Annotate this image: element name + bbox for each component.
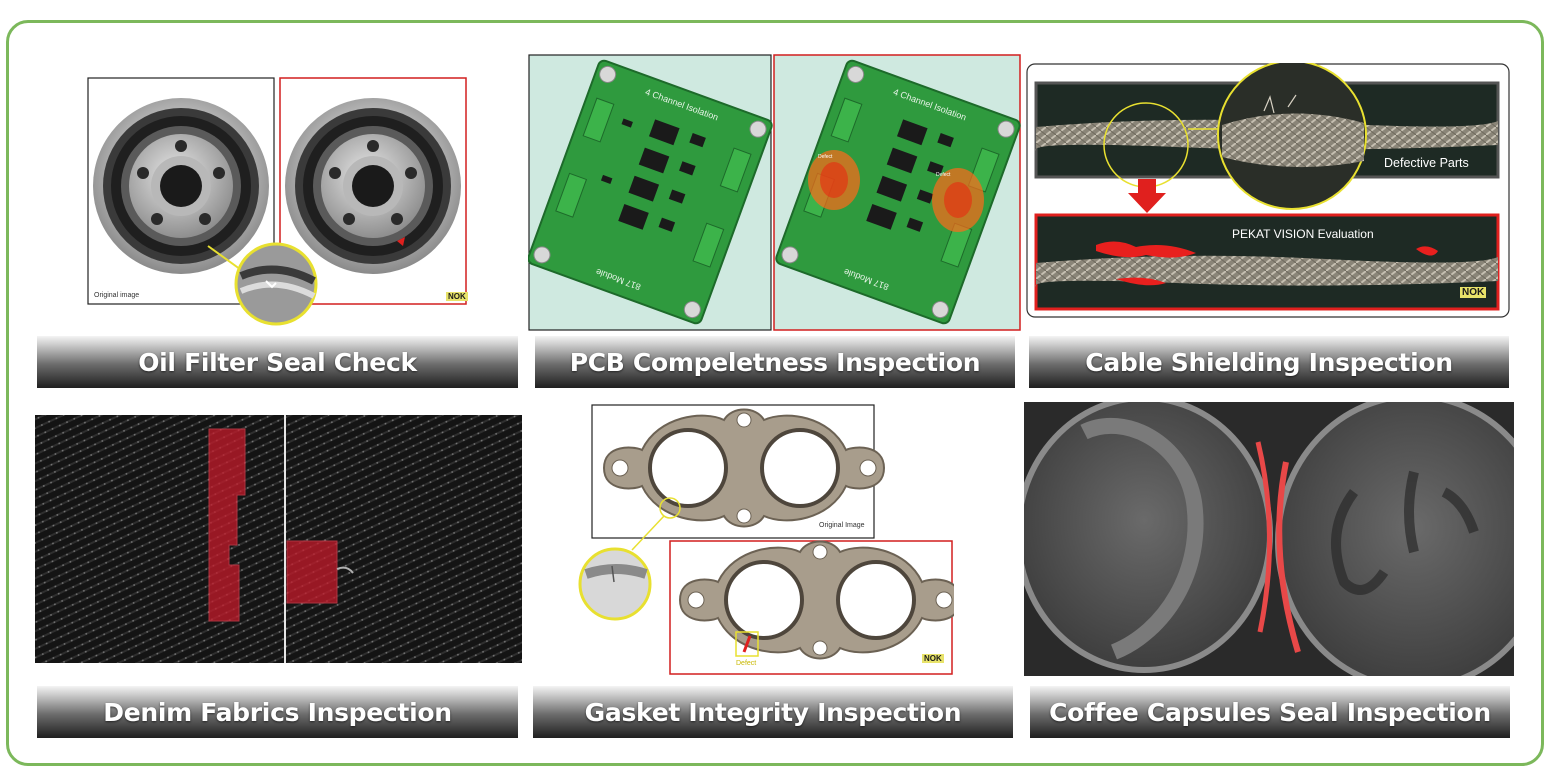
seal-highlight-right — [1276, 461, 1301, 653]
coffee-image — [1024, 402, 1514, 676]
denim-illustration — [35, 415, 522, 663]
panel-title-cable: Cable Shielding Inspection — [1029, 336, 1509, 388]
denim-left-half — [35, 415, 284, 663]
defect-box — [735, 631, 759, 657]
defect-overlay-3 — [1416, 246, 1438, 256]
nok-badge: NOK — [922, 654, 944, 663]
gasket-image: Original Image Defect NOK — [576, 404, 954, 676]
cable-illustration — [1026, 63, 1510, 318]
panel-title-pcb: PCB Compeletness Inspection — [535, 336, 1015, 388]
denim-right-half — [286, 415, 522, 663]
panel-title-oil-filter: Oil Filter Seal Check — [37, 336, 518, 388]
nok-badge: NOK — [446, 292, 468, 301]
panel-title-gasket: Gasket Integrity Inspection — [533, 686, 1013, 738]
evaluation-caption: PEKAT VISION Evaluation — [1232, 227, 1374, 241]
defect-overlay-1 — [1096, 241, 1196, 258]
filter-left — [93, 98, 269, 274]
gasket-original-label: Original Image — [819, 522, 865, 529]
oil-filter-illustration — [87, 77, 467, 326]
arrow-down-icon — [1128, 179, 1166, 213]
coffee-illustration — [1024, 402, 1514, 676]
pcb-board-right: 4 Channel Isolation 817 Module — [775, 59, 1021, 325]
defect-label-right: Defect — [936, 172, 951, 178]
pcb-board-left: 4 Channel Isolation 817 Module — [528, 59, 773, 325]
capsule-right — [1275, 402, 1514, 676]
gasket-magnifier — [578, 547, 652, 621]
pcb-illustration: 4 Channel Isolation 817 Module 4 Channel… — [528, 54, 1021, 331]
defect-marker — [397, 237, 405, 246]
filter-right — [285, 98, 461, 274]
defect-region-patch — [286, 540, 338, 604]
panel-title-denim: Denim Fabrics Inspection — [37, 686, 518, 738]
defective-parts-caption: Defective Parts — [1384, 156, 1469, 170]
seal-highlight-left — [1255, 441, 1272, 633]
gasket-bottom — [678, 540, 954, 660]
defect-label-left: Defect — [818, 154, 833, 160]
nok-badge: NOK — [1460, 287, 1487, 298]
defect-overlay-2 — [1116, 277, 1166, 286]
panel-title-coffee: Coffee Capsules Seal Inspection — [1030, 686, 1510, 738]
original-image-label: Original image — [94, 292, 140, 299]
gasket-defect-label: Defect — [736, 660, 757, 667]
gasket-top — [602, 408, 886, 528]
gasket-illustration — [578, 404, 954, 675]
denim-image — [35, 415, 522, 663]
defect-region-vertical — [208, 428, 246, 622]
oil-filter-image: Original image NOK — [86, 76, 470, 330]
pcb-image: 4 Channel Isolation 817 Module 4 Channel… — [528, 54, 1022, 332]
cable-image: Defective Parts PEKAT VISION Evaluation … — [1026, 63, 1510, 319]
